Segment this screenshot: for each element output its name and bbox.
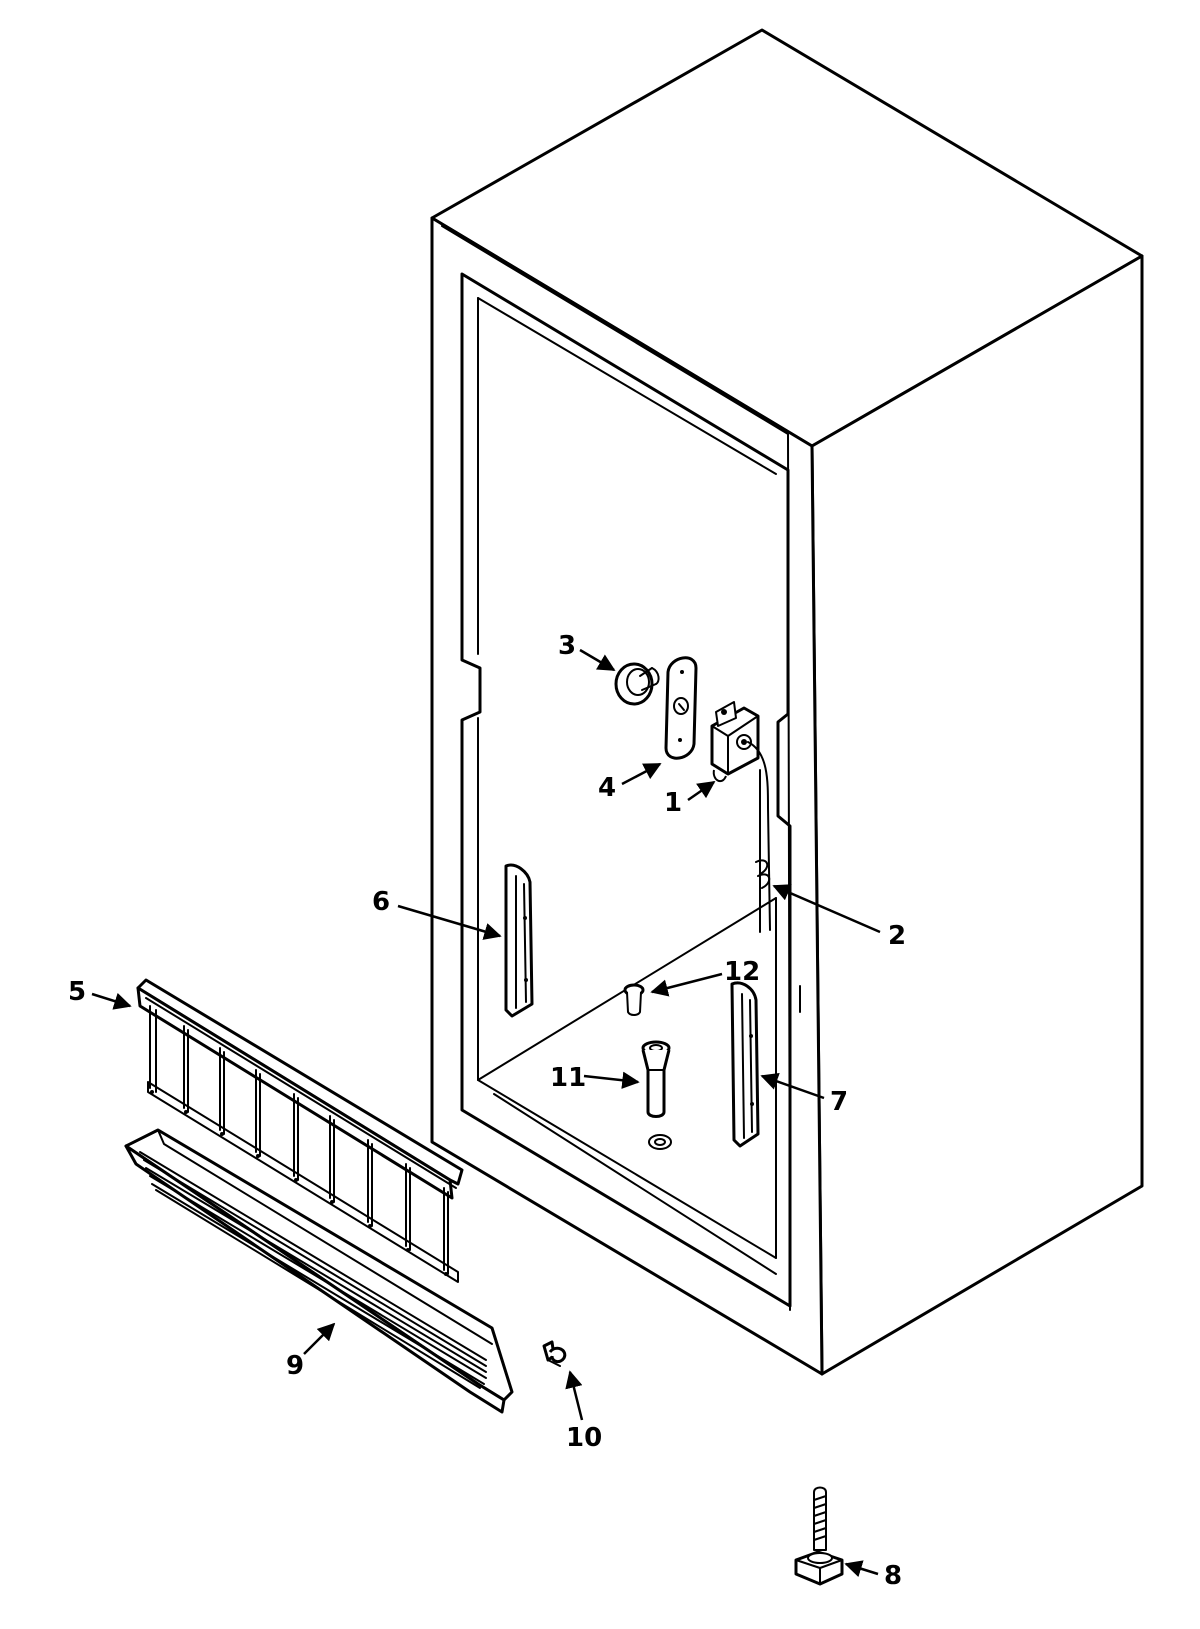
leader-12 xyxy=(650,972,723,997)
part-8-leveling-leg xyxy=(794,1486,844,1586)
callout-label-4: 4 xyxy=(598,773,616,803)
callout-label-11: 11 xyxy=(550,1063,586,1093)
cabinet xyxy=(430,28,1144,1376)
part-5-grille-frame xyxy=(136,978,464,1283)
leader-11 xyxy=(583,1071,640,1089)
callout-6: 6 xyxy=(372,887,502,940)
callout-label-10: 10 xyxy=(566,1423,602,1453)
callout-label-7: 7 xyxy=(830,1087,848,1117)
part-10-clip xyxy=(542,1340,567,1367)
callout-5: 5 xyxy=(68,977,132,1010)
part-4-plate xyxy=(664,656,698,760)
leader-3 xyxy=(579,648,616,672)
leader-6 xyxy=(397,904,502,940)
leader-10 xyxy=(565,1370,584,1421)
callout-label-2: 2 xyxy=(888,921,906,951)
callout-10: 10 xyxy=(565,1370,602,1453)
callout-12: 12 xyxy=(650,957,760,997)
callout-label-8: 8 xyxy=(884,1561,902,1591)
leader-8 xyxy=(844,1560,879,1578)
part-11-drain-tube xyxy=(641,1040,671,1118)
callout-label-5: 5 xyxy=(68,977,86,1007)
part-3-knob xyxy=(614,662,660,706)
part-9-kick-plate xyxy=(124,1128,514,1414)
callout-label-12: 12 xyxy=(724,957,760,987)
callout-label-1: 1 xyxy=(664,788,682,818)
leader-5 xyxy=(91,992,132,1010)
leader-4 xyxy=(621,762,662,786)
leader-1 xyxy=(687,780,716,802)
callout-label-3: 3 xyxy=(558,631,576,661)
callout-3: 3 xyxy=(558,631,616,672)
part-7-bracket xyxy=(730,981,760,1148)
callouts: 1 2 3 4 5 6 7 8 xyxy=(68,631,906,1591)
leader-2 xyxy=(772,884,881,934)
callout-9: 9 xyxy=(286,1322,336,1381)
part-12-plug xyxy=(623,983,645,1016)
leader-7 xyxy=(760,1073,825,1100)
callout-7: 7 xyxy=(760,1073,848,1117)
callout-label-9: 9 xyxy=(286,1351,304,1381)
part-1-control xyxy=(710,701,771,933)
callout-8: 8 xyxy=(844,1560,902,1591)
callout-4: 4 xyxy=(598,762,662,803)
callout-11: 11 xyxy=(550,1063,640,1093)
part-6-bracket xyxy=(504,863,534,1018)
callout-1: 1 xyxy=(664,780,716,818)
callout-label-6: 6 xyxy=(372,887,390,917)
leader-9 xyxy=(303,1322,336,1355)
callout-2: 2 xyxy=(772,884,906,951)
